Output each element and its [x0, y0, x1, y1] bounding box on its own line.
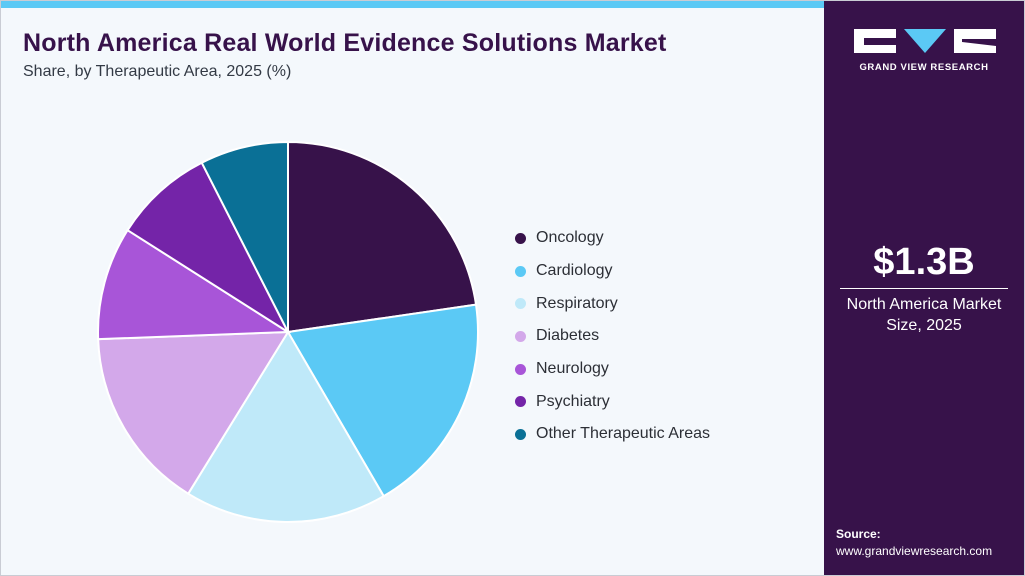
source-label: Source: — [836, 527, 881, 541]
legend-swatch — [515, 396, 526, 408]
market-size-label-line2: Size, 2025 — [886, 317, 962, 334]
legend-label: Psychiatry — [536, 392, 610, 410]
market-size-label: North America Market Size, 2025 — [824, 294, 1024, 336]
legend-label: Cardiology — [536, 262, 613, 280]
legend-label: Other Therapeutic Areas — [536, 425, 711, 443]
legend-item-psychiatry: Psychiatry — [515, 385, 710, 418]
pie-slice-psychiatry — [126, 161, 291, 335]
legend-label: Oncology — [536, 229, 604, 247]
chart-subtitle: Share, by Therapeutic Area, 2025 (%) — [23, 63, 292, 80]
pie-slice-neurology — [97, 228, 292, 341]
pie-slice-diabetes — [97, 330, 290, 496]
legend-swatch — [515, 330, 526, 342]
legend-item-respiratory: Respiratory — [515, 287, 710, 320]
legend-item-diabetes: Diabetes — [515, 320, 710, 353]
legend-item-oncology: Oncology — [515, 222, 710, 255]
legend-item-neurology: Neurology — [515, 353, 710, 386]
market-size-value: $1.3B — [873, 241, 975, 283]
logo-wordmark: GRAND VIEW RESEARCH — [859, 62, 989, 73]
pie-slice-cardiology — [286, 303, 479, 498]
chart-title: North America Real World Evidence Soluti… — [23, 29, 667, 57]
kpi-divider — [840, 288, 1008, 289]
legend-label: Respiratory — [536, 294, 618, 312]
legend-label: Diabetes — [536, 327, 600, 345]
market-size-label-line1: North America Market — [846, 296, 1002, 313]
sidebar: GRAND VIEW RESEARCH $1.3B North America … — [824, 1, 1024, 575]
legend-item-cardiology: Cardiology — [515, 255, 710, 288]
gvr-logo — [854, 29, 996, 53]
legend-swatch — [515, 428, 526, 440]
legend-swatch — [515, 298, 526, 310]
legend-label: Neurology — [536, 360, 609, 378]
accent-bar — [1, 1, 824, 8]
pie-slice-other-therapeutic-areas — [200, 140, 289, 333]
legend-item-other-therapeutic-areas: Other Therapeutic Areas — [515, 418, 710, 451]
legend-swatch — [515, 265, 526, 277]
legend-swatch — [515, 363, 526, 375]
legend-swatch — [515, 232, 526, 244]
pie-slice-respiratory — [186, 330, 386, 523]
source-link[interactable]: www.grandviewresearch.com — [836, 544, 993, 558]
pie-slice-oncology — [287, 140, 478, 334]
pie-chart — [97, 140, 479, 523]
